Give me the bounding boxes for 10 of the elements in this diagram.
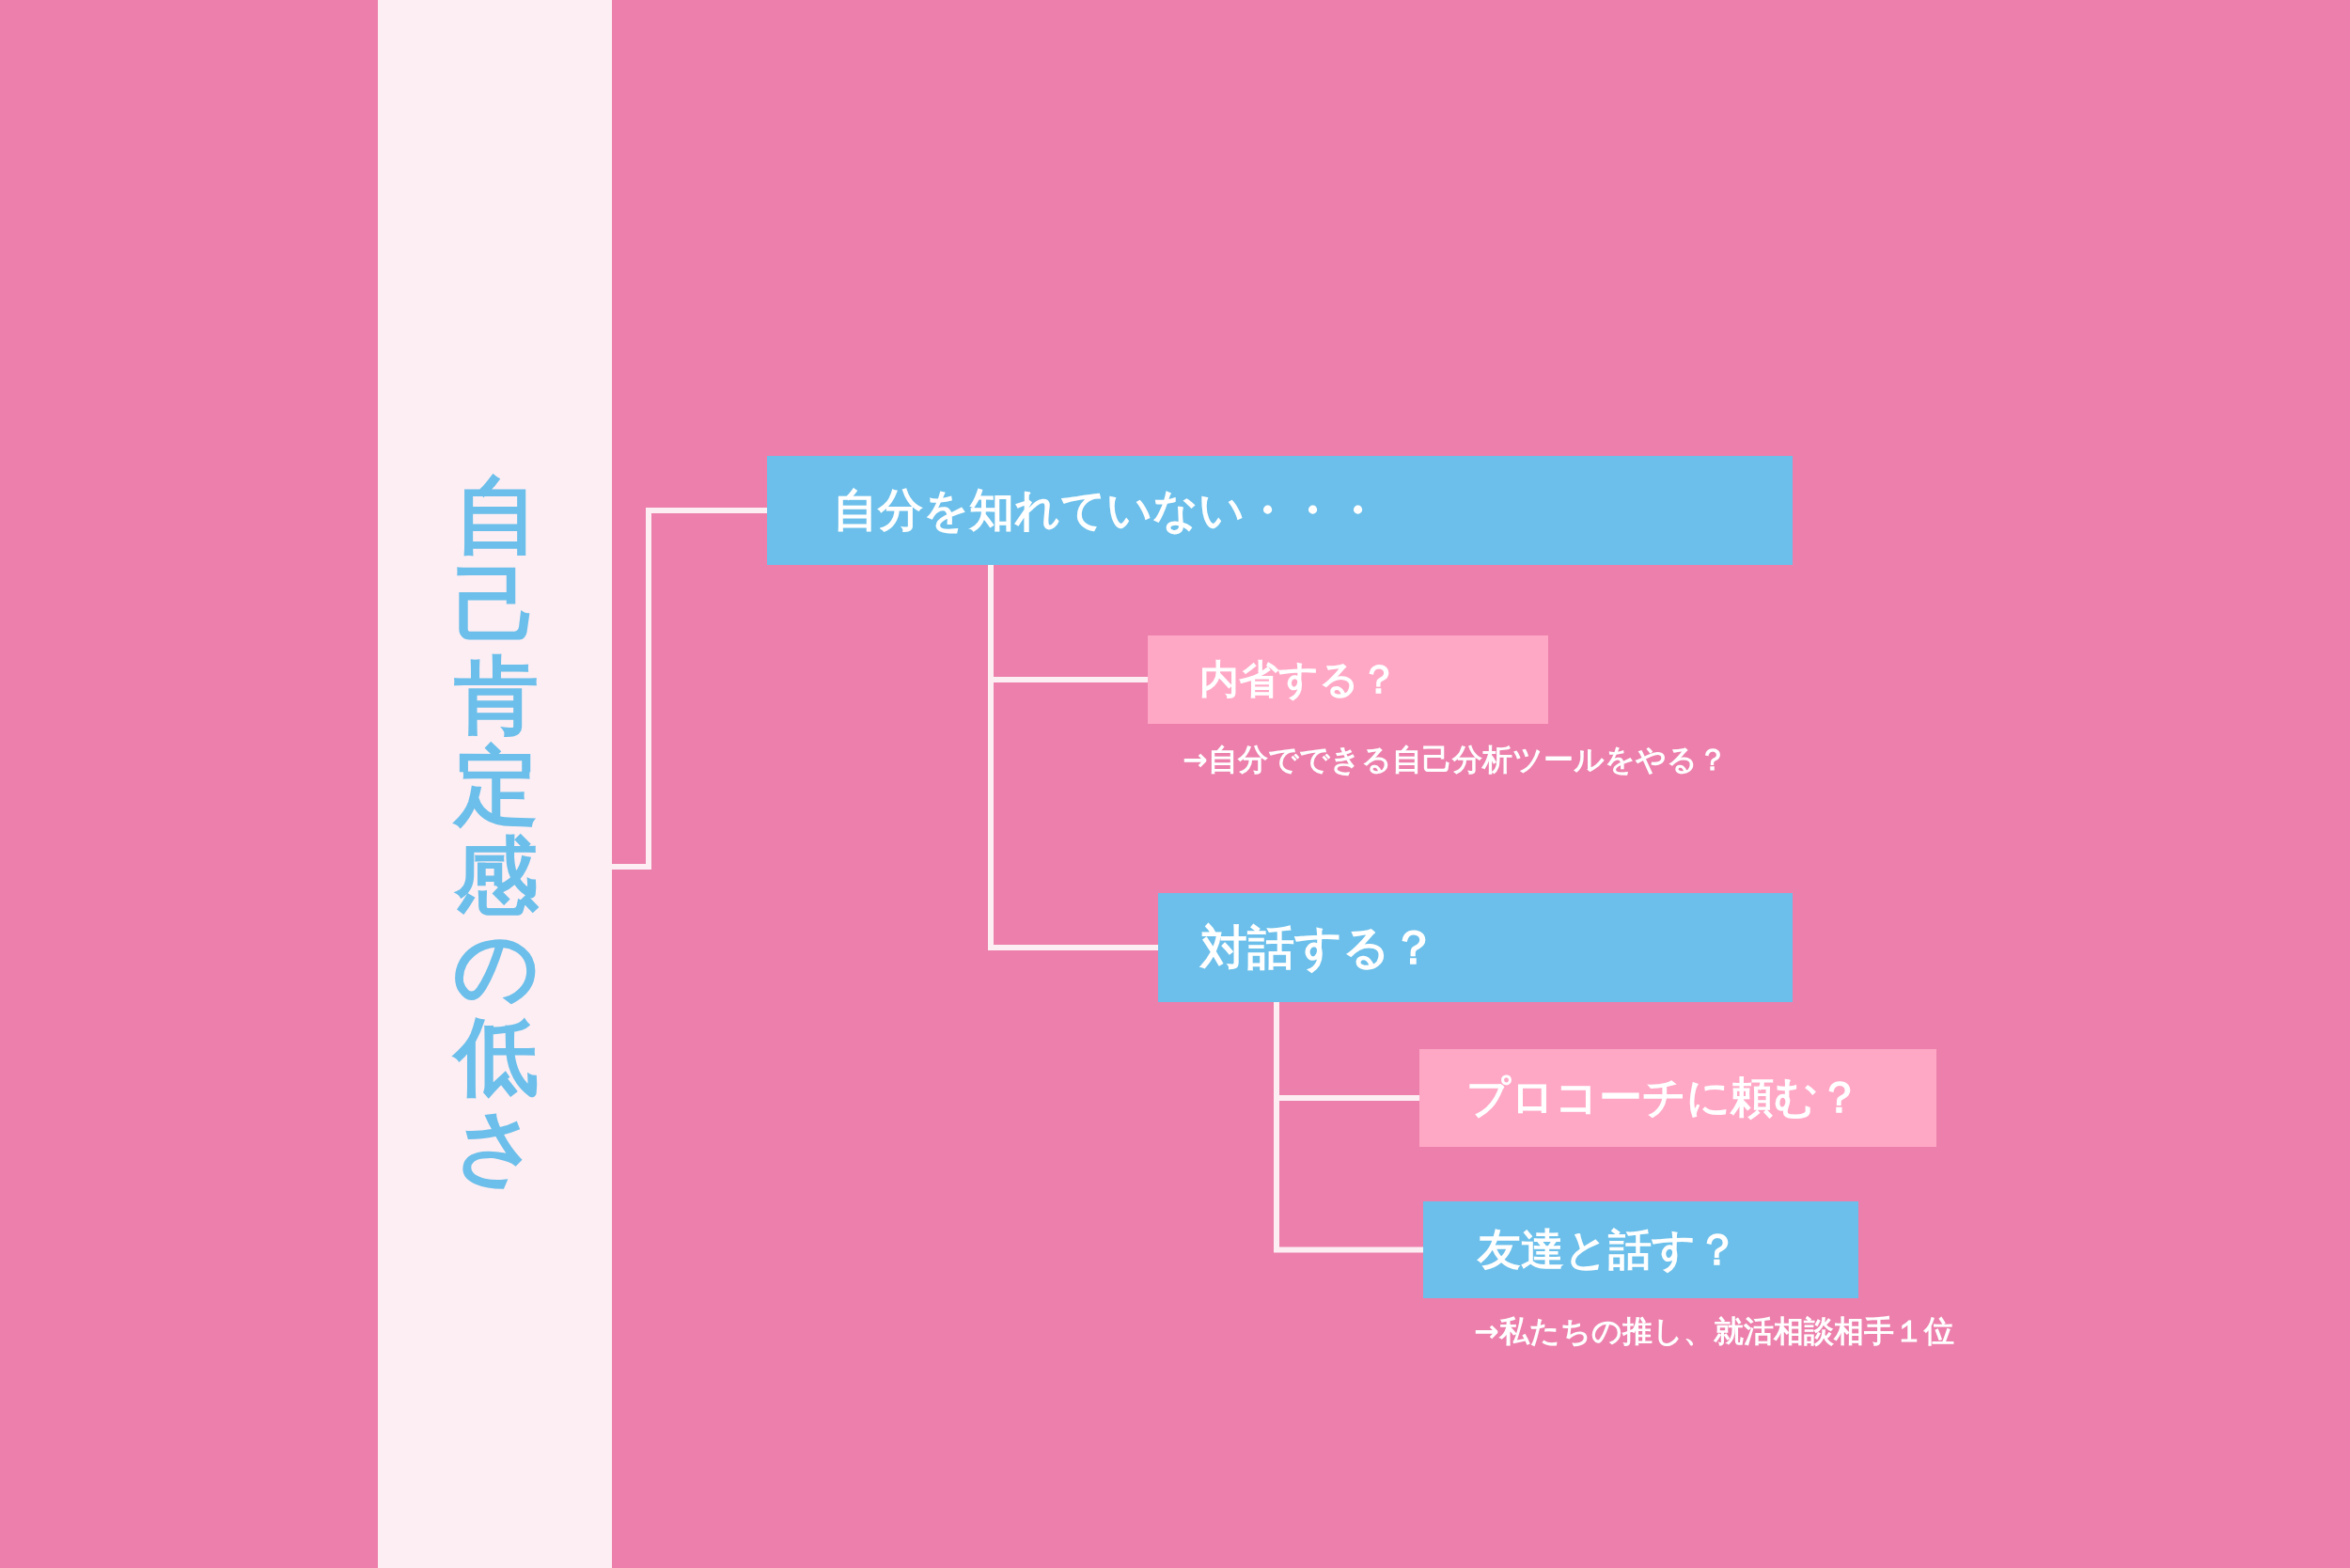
option-box: 友達と話す？ — [1423, 1201, 1858, 1298]
option-box: 対話する？ — [1158, 893, 1793, 1002]
heading-box: 自分を知れていない・・・ — [767, 456, 1793, 565]
note-text: →自分でできる自己分析ツールをやる？ — [1183, 741, 1728, 779]
vertical-title: 自己肯定感の低さ — [449, 470, 543, 1200]
connector-line — [1274, 1002, 1423, 1253]
option-box: プロコーチに頼む？ — [1419, 1049, 1936, 1147]
note-text: →私たちの推し、就活相談相手１位 — [1474, 1312, 1954, 1351]
connector-line — [988, 565, 1158, 950]
option-box: 内省する？ — [1148, 635, 1548, 724]
